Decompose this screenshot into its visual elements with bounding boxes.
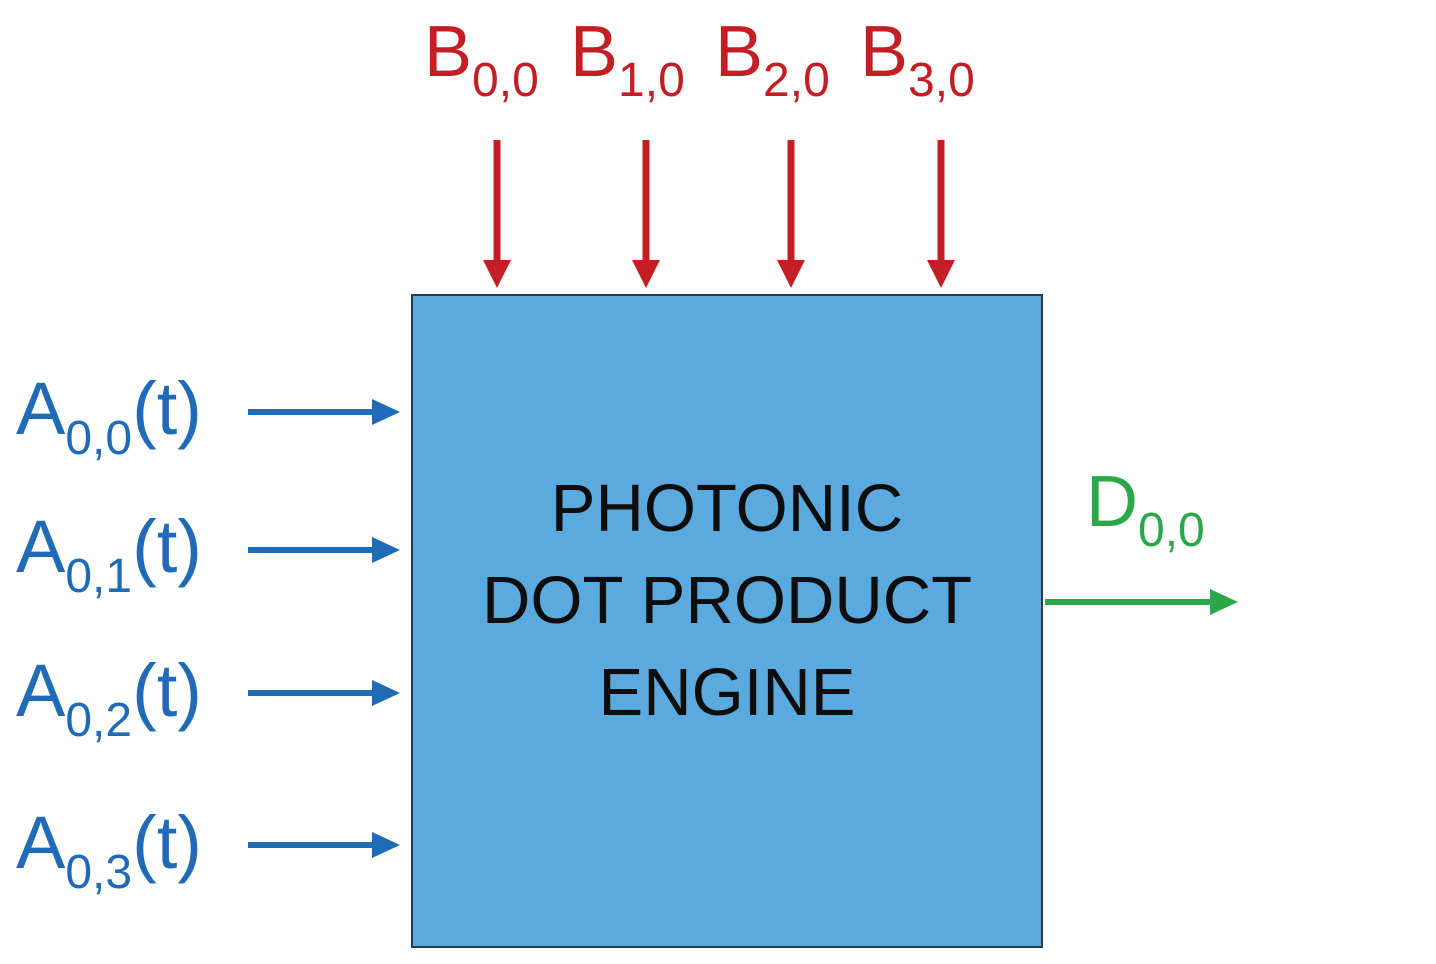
a-label-0: A0,0(t) xyxy=(16,372,202,463)
d-label-sub: 0,0 xyxy=(1138,504,1205,557)
a-label-2-suffix: (t) xyxy=(132,649,202,732)
b-label-0: B0,0 xyxy=(424,16,539,105)
engine-title-line-2: DOT PRODUCT xyxy=(481,563,973,638)
engine-title-line-1: PHOTONIC xyxy=(550,471,904,546)
a-label-2: A0,2(t) xyxy=(16,654,202,745)
b-label-1-base: B xyxy=(570,12,619,92)
b-label-2-sub: 2,0 xyxy=(763,54,830,107)
a-label-3: A0,3(t) xyxy=(16,806,202,897)
d-label-base: D xyxy=(1086,462,1138,542)
b-label-2-base: B xyxy=(715,12,764,92)
a-label-2-base: A xyxy=(16,649,66,732)
b-label-3-sub: 3,0 xyxy=(908,54,975,107)
a-label-2-sub: 0,2 xyxy=(65,694,133,747)
a-label-3-base: A xyxy=(16,801,66,884)
engine-title-line-3: ENGINE xyxy=(598,655,856,730)
a-arrow-1 xyxy=(248,537,400,563)
b-label-0-sub: 0,0 xyxy=(472,54,539,107)
b-arrow-3 xyxy=(927,140,955,288)
a-label-0-sub: 0,0 xyxy=(65,412,133,465)
a-label-1-sub: 0,1 xyxy=(65,550,133,603)
b-label-3: B3,0 xyxy=(860,16,975,105)
a-label-0-suffix: (t) xyxy=(132,367,202,450)
photonic-dot-product-engine-box: PHOTONIC DOT PRODUCT ENGINE xyxy=(411,294,1043,948)
b-label-0-base: B xyxy=(424,12,473,92)
a-arrow-0 xyxy=(248,399,400,425)
engine-title: PHOTONIC DOT PRODUCT ENGINE xyxy=(482,463,972,739)
a-label-0-base: A xyxy=(16,367,66,450)
d-label: D0,0 xyxy=(1086,466,1205,555)
a-label-1-base: A xyxy=(16,505,66,588)
b-arrow-2 xyxy=(777,140,805,288)
b-label-2: B2,0 xyxy=(715,16,830,105)
b-arrow-0 xyxy=(483,140,511,288)
a-label-3-sub: 0,3 xyxy=(65,846,133,899)
a-label-3-suffix: (t) xyxy=(132,801,202,884)
d-arrow xyxy=(1045,589,1238,615)
a-arrow-3 xyxy=(248,832,400,858)
b-label-3-base: B xyxy=(860,12,909,92)
a-label-1-suffix: (t) xyxy=(132,505,202,588)
a-label-1: A0,1(t) xyxy=(16,510,202,601)
b-label-1-sub: 1,0 xyxy=(618,54,685,107)
b-arrow-1 xyxy=(632,140,660,288)
a-arrow-2 xyxy=(248,680,400,706)
b-label-1: B1,0 xyxy=(570,16,685,105)
